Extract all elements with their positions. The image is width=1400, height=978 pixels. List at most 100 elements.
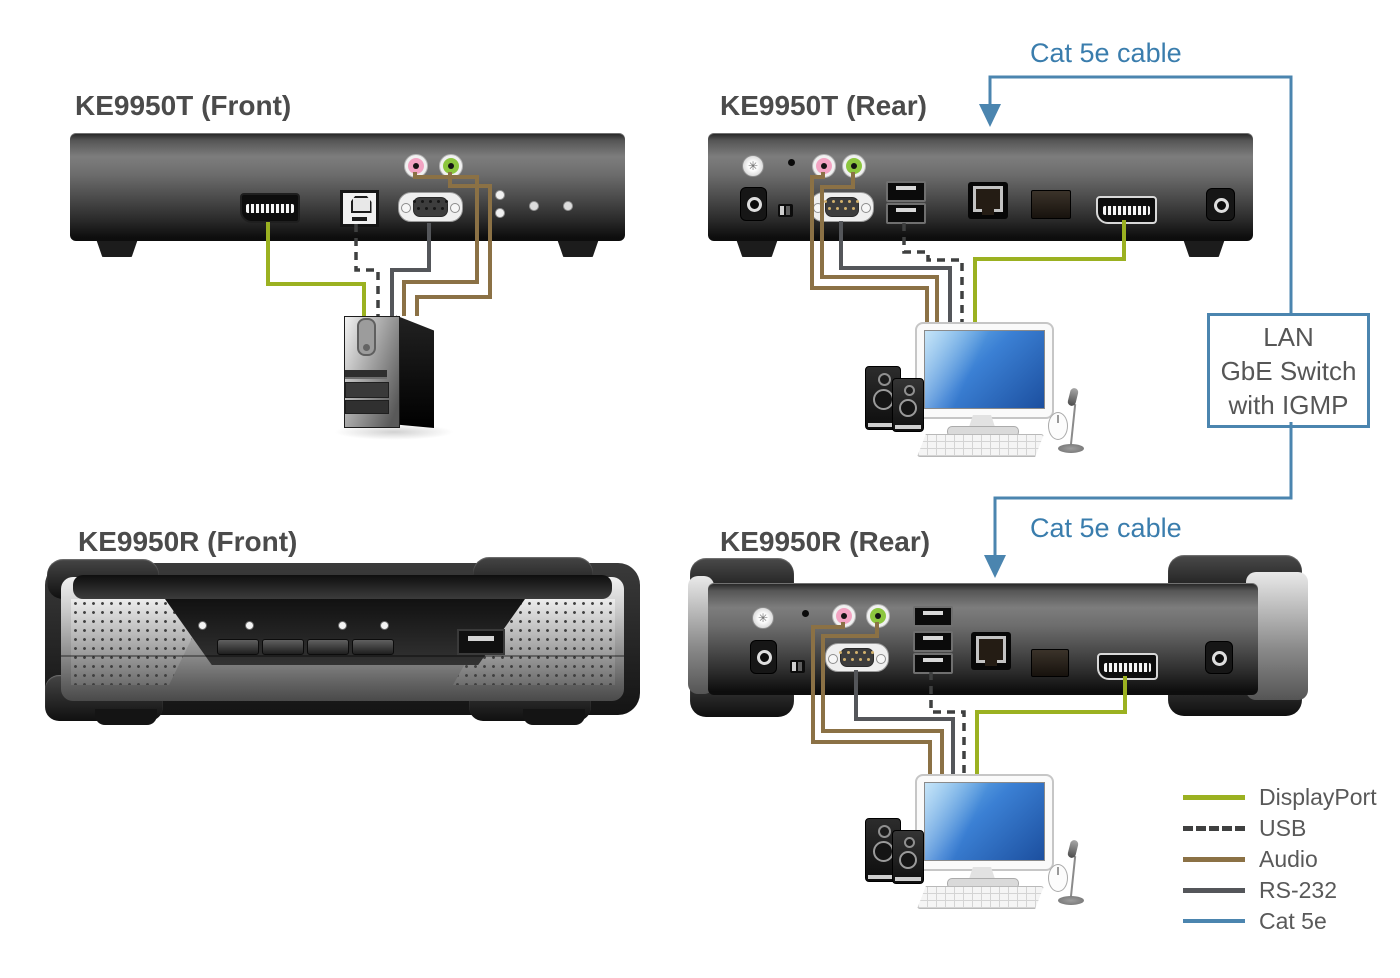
speaker <box>892 378 924 432</box>
led-indicator <box>529 201 539 211</box>
db9-screw <box>450 203 460 213</box>
rj45-hole <box>976 189 1000 209</box>
led-indicator <box>338 621 347 630</box>
device-foot <box>1183 241 1225 257</box>
rs232-line-swatch <box>1183 887 1245 893</box>
tower-drive-bay <box>345 370 387 379</box>
db9-face <box>825 197 859 217</box>
power-switch <box>790 660 805 673</box>
legend-row-rs232: RS-232 <box>1183 877 1377 903</box>
top-face <box>73 575 612 599</box>
line-out-jack <box>842 154 866 178</box>
title-ke9950t-rear: KE9950T (Rear) <box>720 90 927 121</box>
power-jack <box>750 640 777 674</box>
ke9950r-rear-device: ✳ <box>708 583 1258 695</box>
rj45-hole <box>979 639 1003 660</box>
device-foot <box>96 241 138 257</box>
mic-jack <box>832 604 856 628</box>
speaker-foot <box>868 423 898 427</box>
db9-face <box>840 648 874 667</box>
tweeter <box>877 373 891 386</box>
sfp-port <box>1031 649 1069 677</box>
line-out-jack <box>439 154 463 178</box>
monitor-screen <box>924 782 1045 861</box>
panel-button <box>352 639 394 655</box>
power-jack <box>1206 188 1235 221</box>
displayport-port <box>1096 196 1157 224</box>
rj45-tab <box>982 209 994 215</box>
lan-gbe-switch-box: LAN GbE Switch with IGMP <box>1207 313 1370 428</box>
microphone-base <box>1058 896 1084 905</box>
db9-screw <box>813 203 823 213</box>
arrow-down-icon <box>979 104 1001 127</box>
db9-serial-port <box>810 192 874 222</box>
db9-screw <box>861 203 871 213</box>
cat5e-cable-label-top: Cat 5e cable <box>1030 38 1182 68</box>
monitor-stand <box>969 415 995 427</box>
monitor-screen <box>924 330 1045 409</box>
mouse <box>1048 864 1068 892</box>
title-ke9950t-front: KE9950T (Front) <box>75 90 292 121</box>
displayport-port <box>240 193 300 223</box>
legend-label: Audio <box>1259 845 1318 872</box>
led-indicator <box>495 208 505 218</box>
sfp-port <box>1031 190 1071 219</box>
db9-face <box>413 197 448 217</box>
monitor <box>915 322 1054 419</box>
lan-box-line2: GbE Switch <box>1220 355 1357 386</box>
db9-screw <box>876 653 886 664</box>
woofer <box>899 399 917 417</box>
device-foot <box>523 709 585 725</box>
woofer <box>872 841 894 862</box>
grounding-screw-icon: ✳ <box>752 607 774 629</box>
ke9950r-front-device <box>45 557 640 725</box>
db9-pins <box>412 200 416 203</box>
monitor <box>915 774 1054 871</box>
rj45-tab <box>985 660 997 666</box>
tower-side <box>396 315 434 428</box>
speaker-foot <box>895 425 921 429</box>
usb-a-port <box>457 629 505 655</box>
mic-jack <box>812 154 836 178</box>
panel-button <box>262 639 304 655</box>
legend-label: Cat 5e <box>1259 907 1327 934</box>
cat5e-cable-label-bottom: Cat 5e cable <box>1030 513 1182 543</box>
lan-box-line3: with IGMP <box>1228 389 1349 420</box>
tweeter <box>903 385 915 396</box>
audio-line-swatch <box>1183 856 1245 862</box>
led-indicator <box>495 190 505 200</box>
led-indicator <box>245 621 254 630</box>
ke9950t-front-device <box>70 133 625 257</box>
grounding-screw-icon: ✳ <box>742 155 764 177</box>
tower-drive-bay <box>345 400 389 414</box>
microphone-icon <box>1066 387 1080 407</box>
woofer <box>899 851 917 869</box>
db9-serial-port <box>398 192 463 222</box>
microphone-icon <box>1066 839 1080 859</box>
db9-pins <box>839 651 842 654</box>
mic-jack <box>404 154 428 178</box>
microphone-base <box>1058 444 1084 453</box>
tweeter <box>877 825 891 838</box>
console-workstation-bottom <box>865 774 1084 909</box>
source-computer-tower <box>334 308 454 440</box>
speaker <box>892 830 924 884</box>
legend-label: RS-232 <box>1259 876 1337 903</box>
mouse <box>1048 412 1068 440</box>
displayport-teeth <box>1103 662 1152 672</box>
reset-button <box>802 610 809 617</box>
device-foot <box>736 241 778 257</box>
tweeter <box>903 837 915 848</box>
woofer <box>872 389 894 410</box>
tower-power-slot <box>357 318 376 356</box>
line-out-jack <box>866 604 890 628</box>
keyboard <box>917 886 1044 909</box>
led-indicator <box>198 621 207 630</box>
tower-drive-bay <box>345 382 389 398</box>
usb-a-port <box>886 203 926 224</box>
db9-pins <box>824 200 827 203</box>
device-foot <box>95 709 157 725</box>
title-ke9950r-front: KE9950R (Front) <box>78 526 298 557</box>
legend-label: DisplayPort <box>1259 783 1377 810</box>
usb-a-port <box>886 181 926 202</box>
